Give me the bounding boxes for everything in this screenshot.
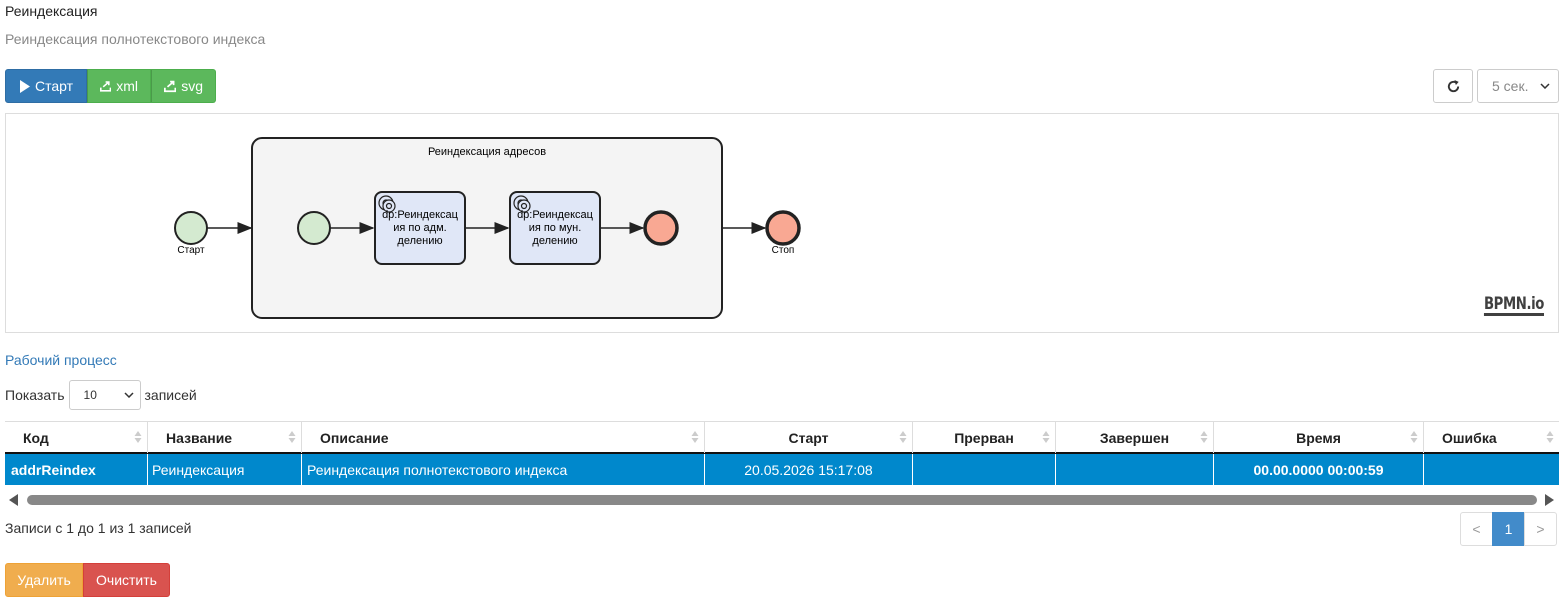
page-length-select[interactable]: 10 bbox=[68, 380, 141, 410]
scroll-right-icon[interactable] bbox=[1545, 494, 1554, 506]
column-header-error[interactable]: Ошибка bbox=[1424, 422, 1559, 453]
chevron-down-icon bbox=[123, 392, 134, 398]
bpmn-canvas: Реиндексация адресов Старт dp:Реиндексац… bbox=[174, 137, 801, 319]
start-event[interactable] bbox=[174, 211, 208, 245]
toolbar-button-group: Старт xml svg bbox=[5, 69, 216, 103]
page-subtitle: Реиндексация полнотекстового индекса bbox=[5, 31, 266, 47]
scrollbar-thumb[interactable] bbox=[27, 495, 1537, 505]
column-header-code[interactable]: Код bbox=[5, 422, 148, 453]
page-length-control: Показать 10 записей bbox=[5, 380, 197, 410]
sort-icon bbox=[1042, 431, 1050, 443]
sort-icon bbox=[691, 431, 699, 443]
cell-duration: 00.00.0000 00:00:59 bbox=[1214, 454, 1424, 485]
column-label: Завершен bbox=[1099, 429, 1170, 446]
cell-code: addrReindex bbox=[5, 454, 148, 485]
chevron-down-icon bbox=[1540, 83, 1550, 89]
refresh-interval-value: 5 сек. bbox=[1492, 78, 1529, 94]
sort-icon bbox=[1546, 431, 1554, 443]
clear-button[interactable]: Очистить bbox=[83, 563, 170, 597]
bpmn-diagram[interactable]: Реиндексация адресов Старт dp:Реиндексац… bbox=[5, 113, 1559, 333]
export-svg-label: svg bbox=[181, 78, 203, 94]
column-label: Старт bbox=[788, 429, 829, 446]
show-label: Показать bbox=[5, 387, 65, 403]
column-header-name[interactable]: Название bbox=[148, 422, 302, 453]
subprocess-label: Реиндексация адресов bbox=[428, 146, 546, 158]
refresh-button[interactable] bbox=[1433, 69, 1473, 103]
inner-start-event[interactable] bbox=[297, 211, 331, 245]
sort-icon bbox=[899, 431, 907, 443]
pagination: < 1 > bbox=[1460, 512, 1557, 546]
column-header-aborted[interactable]: Прерван bbox=[913, 422, 1056, 453]
column-label: Прерван bbox=[954, 429, 1014, 446]
sort-icon bbox=[134, 431, 142, 443]
service-task-mun[interactable] bbox=[509, 191, 601, 265]
refresh-interval-select[interactable]: 5 сек. bbox=[1477, 69, 1559, 103]
horizontal-scrollbar[interactable] bbox=[5, 491, 1559, 509]
gear-icon bbox=[378, 195, 396, 213]
export-xml-label: xml bbox=[116, 78, 138, 94]
column-header-start[interactable]: Старт bbox=[705, 422, 913, 453]
task-adm-line-3: делению bbox=[397, 235, 442, 247]
column-label: Название bbox=[166, 429, 233, 446]
export-xml-button[interactable]: xml bbox=[87, 69, 151, 103]
column-header-finished[interactable]: Завершен bbox=[1056, 422, 1214, 453]
service-task-adm[interactable] bbox=[374, 191, 466, 265]
end-event-label: Стоп bbox=[772, 245, 795, 256]
page-length-value: 10 bbox=[83, 388, 97, 402]
table-header: Код Название Описание Старт Прерван Заве… bbox=[5, 421, 1559, 454]
start-button[interactable]: Старт bbox=[5, 69, 87, 103]
sort-icon bbox=[1410, 431, 1418, 443]
sort-icon bbox=[1200, 431, 1208, 443]
sort-icon bbox=[288, 431, 296, 443]
pagination-page-1[interactable]: 1 bbox=[1492, 512, 1525, 546]
table-info: Записи с 1 до 1 из 1 записей bbox=[5, 520, 192, 536]
bpmn-io-logo[interactable]: BPMN.io bbox=[1483, 294, 1544, 316]
column-label: Код bbox=[23, 429, 49, 446]
pagination-prev[interactable]: < bbox=[1460, 512, 1493, 546]
table-row[interactable]: addrReindex Реиндексация Реиндексация по… bbox=[5, 454, 1559, 485]
page-title: Реиндексация bbox=[5, 3, 98, 19]
inner-end-event[interactable] bbox=[643, 210, 679, 246]
column-label: Ошибка bbox=[1442, 429, 1497, 446]
start-event-label: Старт bbox=[177, 245, 205, 256]
cell-finished bbox=[1056, 454, 1214, 485]
cell-aborted bbox=[913, 454, 1056, 485]
task-adm-line-2: ия по адм. bbox=[393, 222, 446, 234]
export-icon bbox=[100, 81, 112, 92]
cell-start: 20.05.2026 15:17:08 bbox=[705, 454, 913, 485]
play-icon bbox=[19, 79, 30, 93]
task-adm-line-1: dp:Реиндексац bbox=[382, 209, 459, 221]
gear-icon bbox=[513, 195, 531, 213]
workflow-section-title: Рабочий процесс bbox=[5, 352, 117, 368]
scroll-left-icon[interactable] bbox=[9, 494, 18, 506]
task-mun-line-2: ия по мун. bbox=[529, 222, 582, 234]
column-label: Время bbox=[1296, 429, 1341, 446]
action-button-group: Удалить Очистить bbox=[5, 563, 170, 597]
column-label: Описание bbox=[320, 429, 389, 446]
cell-description: Реиндексация полнотекстового индекса bbox=[302, 454, 705, 485]
end-event[interactable] bbox=[765, 210, 801, 246]
column-header-description[interactable]: Описание bbox=[302, 422, 705, 453]
records-label: записей bbox=[144, 387, 197, 403]
task-mun-line-1: dp:Реиндексац bbox=[517, 209, 594, 221]
refresh-icon bbox=[1447, 79, 1459, 92]
cell-error bbox=[1424, 454, 1559, 485]
export-svg-button[interactable]: svg bbox=[151, 69, 216, 103]
delete-button[interactable]: Удалить bbox=[5, 563, 83, 597]
pagination-next[interactable]: > bbox=[1524, 512, 1557, 546]
column-header-duration[interactable]: Время bbox=[1214, 422, 1424, 453]
start-button-label: Старт bbox=[34, 78, 74, 94]
export-icon bbox=[164, 80, 177, 93]
task-mun-line-3: делению bbox=[532, 235, 577, 247]
cell-name: Реиндексация bbox=[148, 454, 302, 485]
